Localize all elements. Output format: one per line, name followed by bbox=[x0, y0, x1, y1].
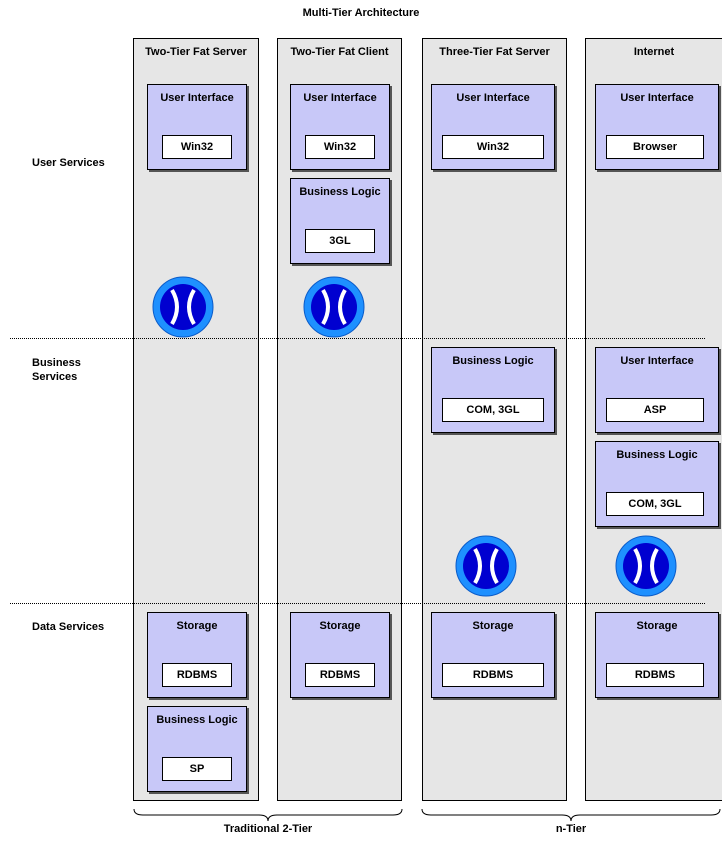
box-tech: ASP bbox=[606, 398, 704, 422]
column-header: Internet bbox=[633, 46, 675, 58]
divider-user-business bbox=[10, 338, 705, 339]
box-storage: Storage RDBMS bbox=[431, 612, 555, 698]
box-title: Business Logic bbox=[156, 714, 238, 726]
box-tech: Win32 bbox=[305, 135, 375, 159]
column-header: Two-Tier Fat Client bbox=[290, 46, 389, 58]
box-title: User Interface bbox=[620, 355, 694, 367]
network-connector-icon bbox=[615, 535, 677, 597]
box-user-interface: User Interface Win32 bbox=[431, 84, 555, 170]
box-tech: Browser bbox=[606, 135, 704, 159]
box-tech: RDBMS bbox=[305, 663, 375, 687]
group-label-traditional-2-tier: Traditional 2-Tier bbox=[223, 823, 313, 835]
row-label-business-services: Business Services bbox=[32, 357, 81, 383]
box-title: User Interface bbox=[160, 92, 234, 104]
box-tech: Win32 bbox=[442, 135, 544, 159]
box-tech: RDBMS bbox=[162, 663, 232, 687]
box-title: User Interface bbox=[620, 92, 694, 104]
box-storage: Storage RDBMS bbox=[147, 612, 247, 698]
box-title: Storage bbox=[472, 620, 514, 632]
box-tech: SP bbox=[162, 757, 232, 781]
network-connector-icon bbox=[152, 276, 214, 338]
box-business-logic: Business Logic 3GL bbox=[290, 178, 390, 264]
box-user-interface: User Interface Win32 bbox=[147, 84, 247, 170]
row-label-data-services: Data Services bbox=[32, 621, 105, 633]
box-user-interface: User Interface Win32 bbox=[290, 84, 390, 170]
box-business-logic: Business Logic SP bbox=[147, 706, 247, 792]
brace-traditional-2-tier bbox=[133, 808, 403, 822]
box-title: User Interface bbox=[456, 92, 530, 104]
box-title: Business Logic bbox=[616, 449, 698, 461]
diagram-title: Multi-Tier Architecture bbox=[302, 7, 420, 19]
row-label-user-services: User Services bbox=[32, 157, 105, 169]
column-header: Three-Tier Fat Server bbox=[439, 46, 550, 58]
box-user-interface: User Interface Browser bbox=[595, 84, 719, 170]
box-tech: RDBMS bbox=[606, 663, 704, 687]
box-title: Storage bbox=[176, 620, 218, 632]
box-user-interface-asp: User Interface ASP bbox=[595, 347, 719, 433]
box-tech: COM, 3GL bbox=[606, 492, 704, 516]
box-tech: 3GL bbox=[305, 229, 375, 253]
box-title: Business Logic bbox=[299, 186, 381, 198]
box-tech: COM, 3GL bbox=[442, 398, 544, 422]
network-connector-icon bbox=[455, 535, 517, 597]
brace-n-tier bbox=[421, 808, 721, 822]
network-connector-icon bbox=[303, 276, 365, 338]
box-title: Storage bbox=[319, 620, 361, 632]
box-tech: RDBMS bbox=[442, 663, 544, 687]
box-title: Business Logic bbox=[452, 355, 534, 367]
box-storage: Storage RDBMS bbox=[595, 612, 719, 698]
divider-business-data bbox=[10, 603, 705, 604]
box-business-logic: Business Logic COM, 3GL bbox=[431, 347, 555, 433]
column-header: Two-Tier Fat Server bbox=[145, 46, 247, 58]
box-title: Storage bbox=[636, 620, 678, 632]
box-storage: Storage RDBMS bbox=[290, 612, 390, 698]
box-title: User Interface bbox=[303, 92, 377, 104]
box-tech: Win32 bbox=[162, 135, 232, 159]
box-business-logic: Business Logic COM, 3GL bbox=[595, 441, 719, 527]
group-label-n-tier: n-Tier bbox=[555, 823, 587, 835]
